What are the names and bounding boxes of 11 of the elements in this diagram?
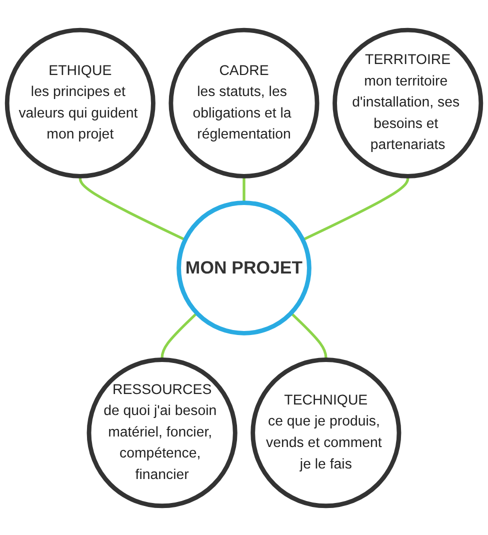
node-circle: CADRE les statuts, les obligations et la réglementation (168, 27, 320, 178)
connector (302, 176, 410, 241)
connector (160, 312, 198, 360)
node-circle: RESSOURCES de quoi j'ai besoin matériel, foncier, compétence, financier (86, 357, 238, 508)
connector (242, 176, 246, 202)
connector (78, 176, 186, 241)
node-circle: TERRITOIRE mon territoire d'installation, ses besoins et partenariats (332, 27, 484, 178)
node-circle: MON PROJET (176, 200, 312, 335)
connector (290, 312, 328, 360)
node-circle: ETHIQUE les principes et valeurs qui guident mon projet (4, 27, 156, 178)
node-circle: TECHNIQUE ce que je produis, vends et comment je le fais (250, 357, 402, 508)
